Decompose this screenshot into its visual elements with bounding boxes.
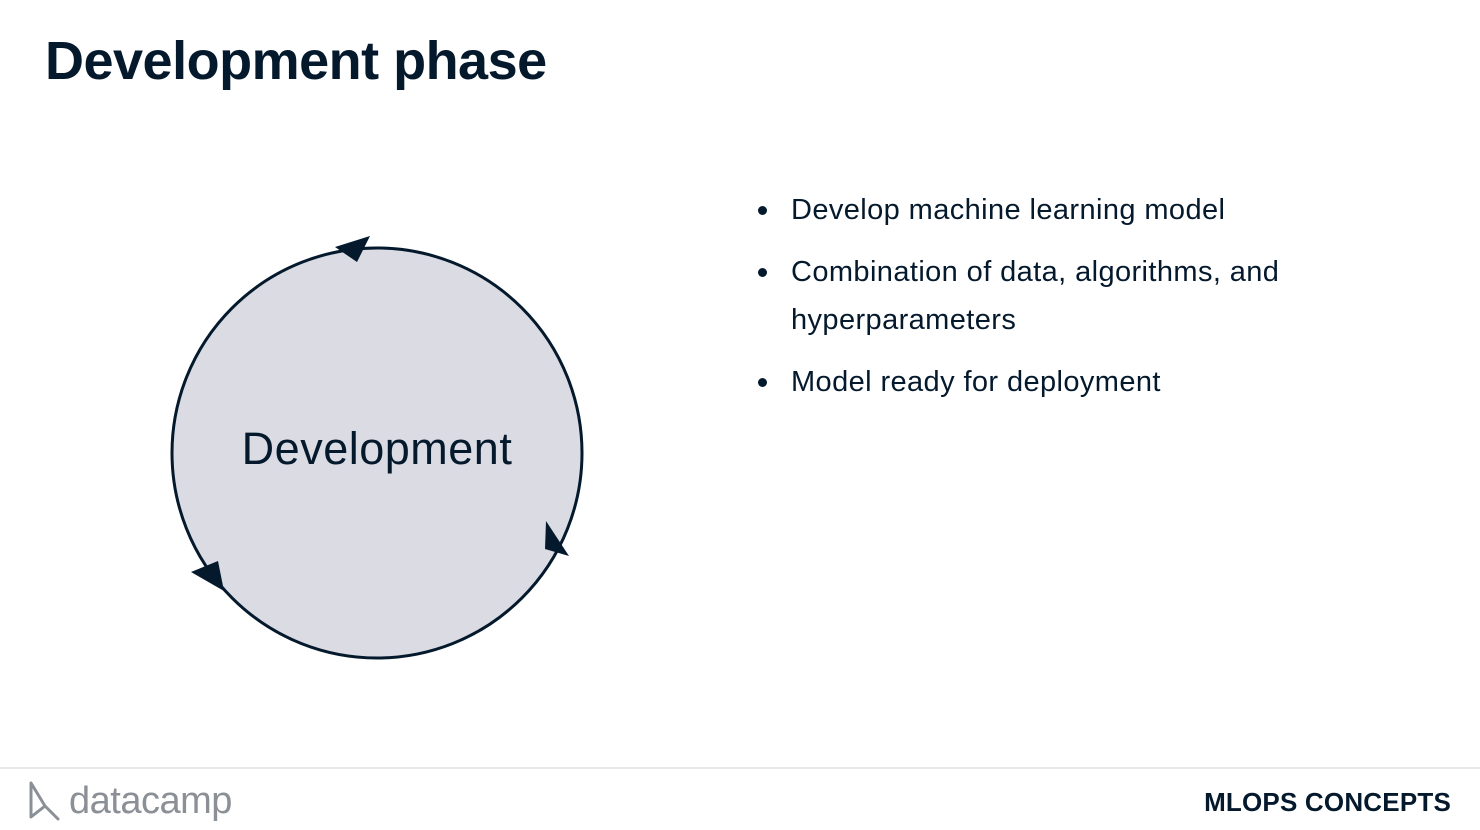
cycle-arrow-top-icon [335, 236, 370, 262]
footer-divider [0, 767, 1480, 769]
bullet-item: Model ready for deployment [752, 358, 1412, 406]
bullet-list: Develop machine learning model Combinati… [752, 186, 1412, 420]
bullet-item: Combination of data, algorithms, and hyp… [752, 248, 1412, 344]
bullet-text: Develop machine learning model [791, 194, 1226, 226]
course-name: MLOPS CONCEPTS [1204, 787, 1451, 817]
bullet-text: Combination of data, algorithms, and hyp… [791, 256, 1280, 336]
cycle-circle [170, 246, 584, 660]
logo-text: datacamp [69, 780, 232, 822]
datacamp-logo: datacamp [27, 778, 232, 824]
cycle-arrow-left-icon [191, 561, 224, 591]
bullet-dot-icon [758, 206, 767, 215]
bullet-item: Develop machine learning model [752, 186, 1412, 234]
bullet-text: Model ready for deployment [791, 366, 1161, 398]
bullet-dot-icon [758, 268, 767, 277]
datacamp-logo-icon [29, 781, 60, 821]
bullet-dot-icon [758, 378, 767, 387]
cycle-center-label: Development [242, 423, 513, 474]
slide-title: Development phase [45, 31, 547, 91]
development-cycle-diagram: Development [150, 220, 610, 680]
cycle-arrow-right-icon [545, 521, 569, 556]
